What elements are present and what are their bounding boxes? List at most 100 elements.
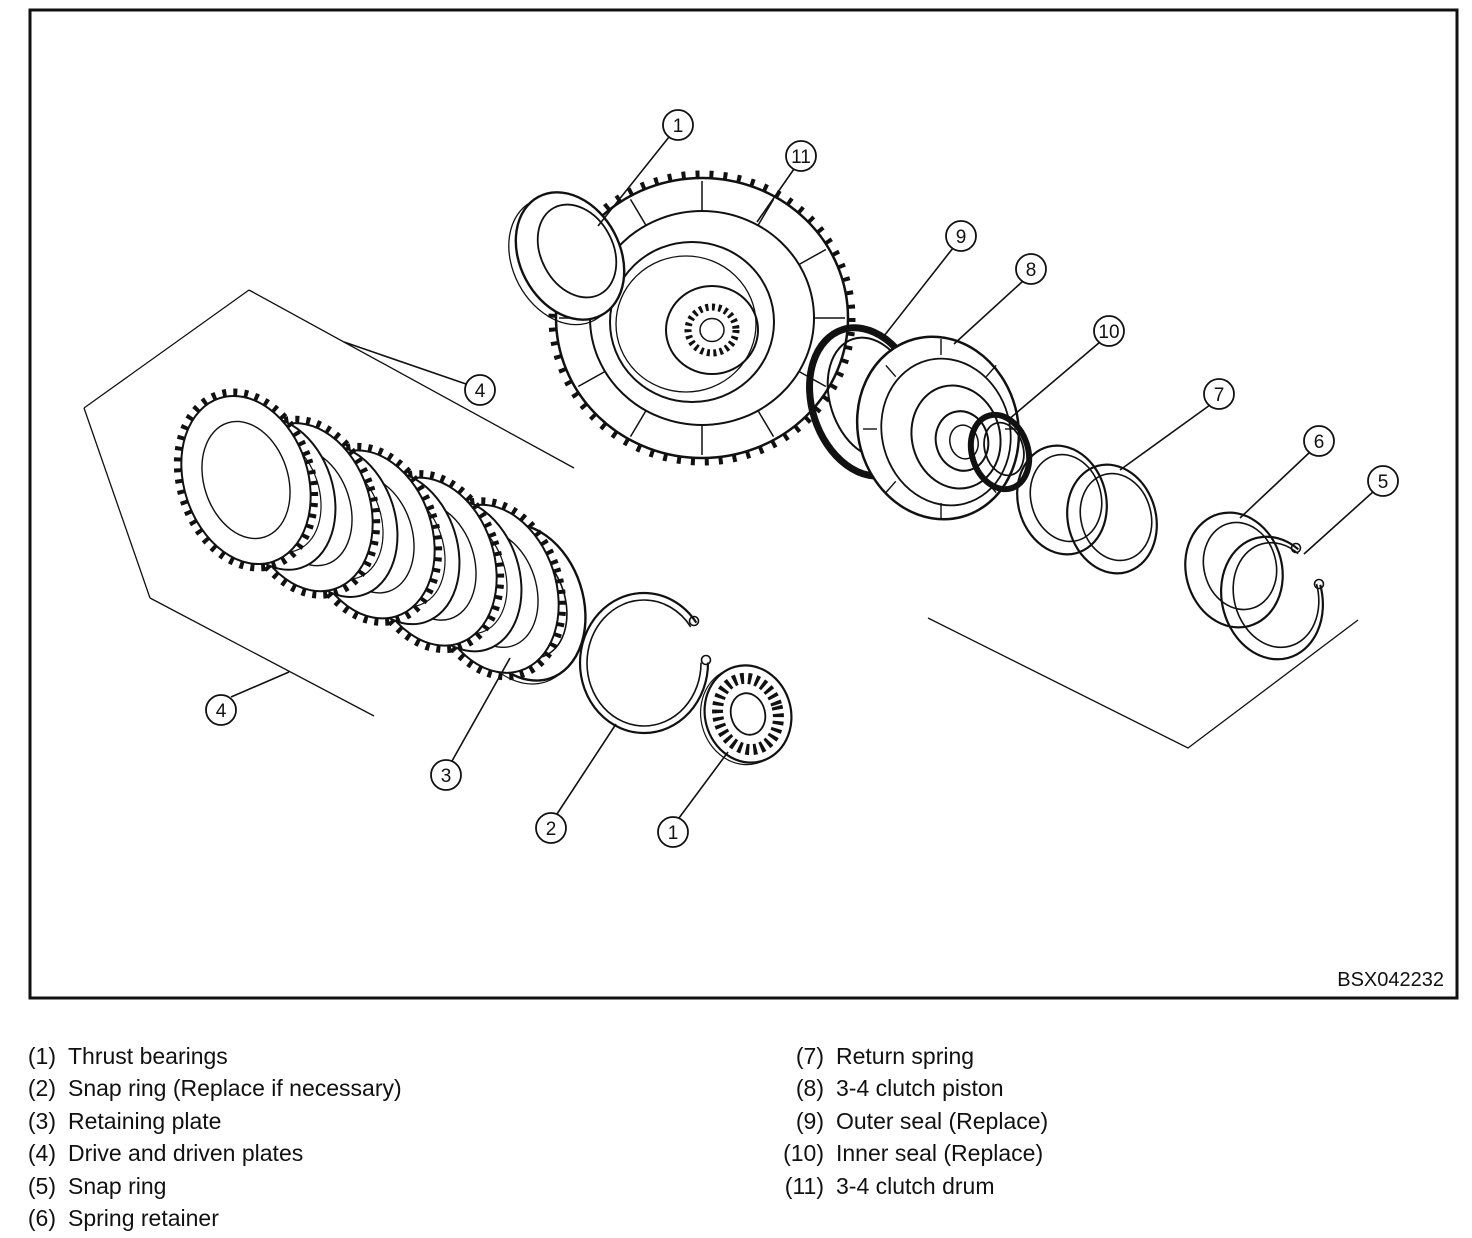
callout-circle (1015, 253, 1047, 285)
spring-retainer-drawing (1184, 511, 1284, 629)
drum-rib (798, 248, 827, 266)
guide-line (149, 597, 375, 717)
legend-item-number: (7) (795, 1043, 824, 1069)
callout-4-bottom: 4 (205, 671, 290, 726)
thrust-bearing-top-drawing (508, 191, 626, 326)
drum-rib (629, 198, 647, 226)
piston-rib (885, 480, 897, 494)
leader-line (597, 136, 670, 227)
callout-circle (662, 109, 694, 141)
callout-number: 8 (1026, 260, 1037, 281)
snap-ring-hook (700, 654, 712, 666)
legend-item-number: (2) (27, 1075, 56, 1102)
legend-item-label: Spring retainer (68, 1205, 219, 1232)
legend-item: (6) Spring retainer (14, 1202, 402, 1234)
return-spring-drawing (1016, 444, 1158, 575)
piston-rib (985, 364, 997, 378)
callout-3: 3 (430, 657, 511, 791)
leader-line (756, 168, 795, 223)
callout-circle (945, 220, 977, 252)
callout-number: 2 (546, 819, 557, 840)
legend-item: (5) Snap ring (14, 1170, 402, 1202)
leader-line (1119, 404, 1211, 471)
diagram-border (28, 8, 1459, 1000)
plate-inner (201, 420, 291, 540)
exploded-diagram: 1 11 9 8 10 7 6 (28, 8, 1459, 1000)
callout-circle (430, 759, 462, 791)
legend-item-label: Inner seal (Replace) (836, 1140, 1044, 1167)
callout-number: 9 (956, 227, 967, 248)
callout-number: 1 (668, 823, 679, 844)
legend-item-number: (6) (27, 1205, 56, 1232)
drum-hub (665, 285, 759, 375)
plate-teeth (359, 470, 505, 654)
callout-number: 6 (1314, 432, 1325, 453)
callout-circle (1367, 465, 1399, 497)
legend-item-label: Return spring (836, 1043, 975, 1069)
clutch-plate-stack (173, 388, 587, 685)
callout-circle (535, 812, 567, 844)
piston-inner-step (910, 384, 1002, 490)
legend-item-number: (10) (783, 1140, 824, 1167)
piston-bore (949, 424, 979, 460)
legend-item-label: 3-4 clutch drum (836, 1172, 995, 1199)
plate-teeth (297, 442, 443, 626)
snap-ring-hook (688, 615, 700, 627)
drum-rim (554, 176, 850, 460)
guide-line (248, 289, 575, 469)
legend-item-number: (4) (27, 1140, 56, 1167)
legend-item-label: Outer seal (Replace) (836, 1107, 1049, 1134)
legend-item-number: (1) (27, 1043, 56, 1069)
snap-ring-hook (1290, 542, 1302, 554)
guide-line (927, 617, 1359, 749)
callout-1-bottom: 1 (657, 751, 729, 848)
callout-circle (205, 694, 237, 726)
legend-item: (3) Retaining plate (14, 1105, 402, 1137)
callout-number: 7 (1214, 385, 1225, 406)
spring-coil (1066, 463, 1158, 575)
callout-11: 11 (756, 140, 817, 223)
callout-number: 1 (673, 116, 684, 137)
drum-rib (757, 198, 775, 226)
legend-item-number: (9) (795, 1107, 824, 1134)
callout-6: 6 (1239, 425, 1335, 519)
piston-rib (885, 364, 897, 378)
callout-5: 5 (1303, 465, 1399, 555)
callout-1-top: 1 (597, 109, 694, 227)
guide-line (83, 407, 151, 599)
legend-item-label: 3-4 clutch piston (836, 1075, 1004, 1102)
callout-number: 5 (1378, 472, 1389, 493)
guide-lines (83, 289, 1359, 749)
leader-line (953, 280, 1024, 345)
leader-line (1239, 451, 1311, 519)
snap-ring-inner (586, 599, 702, 727)
legend-item: (2) Snap ring (Replace if necessary) (14, 1072, 402, 1104)
legend-item-label: Retaining plate (68, 1107, 222, 1134)
legend-item-number: (3) (27, 1107, 56, 1134)
legend-item-label: Snap ring (68, 1172, 167, 1199)
callout-2: 2 (535, 723, 617, 844)
legend-item-number: (11) (784, 1172, 824, 1199)
legend-column-right: (7) Return spring (8) 3-4 clutch piston … (768, 1040, 1048, 1202)
legend-item: (8) 3-4 clutch piston (768, 1072, 1048, 1104)
callout-number: 10 (1098, 322, 1119, 343)
bearing-rollers (712, 672, 784, 756)
drive-plate-drawing (173, 388, 319, 572)
retainer-inner (1202, 521, 1278, 611)
clutch-piston-drawing (855, 335, 1021, 521)
seal-body (967, 411, 1033, 493)
drum-teeth (548, 170, 856, 466)
callout-circle (785, 140, 817, 172)
drum-rib (577, 370, 606, 388)
inner-seal-drawing (967, 411, 1033, 493)
callout-circle (464, 374, 496, 406)
snap-ring-hook (1313, 578, 1325, 590)
callouts: 1 11 9 8 10 7 6 (205, 109, 1399, 848)
spring-coil (1016, 444, 1108, 556)
plate-teeth (173, 388, 319, 572)
plate-teeth (235, 415, 381, 599)
callout-number: 3 (441, 766, 452, 787)
legend-item: (1) Thrust bearings (14, 1040, 402, 1072)
seal-lip (983, 421, 1025, 477)
figure-code: BSX042232 (1337, 969, 1444, 991)
